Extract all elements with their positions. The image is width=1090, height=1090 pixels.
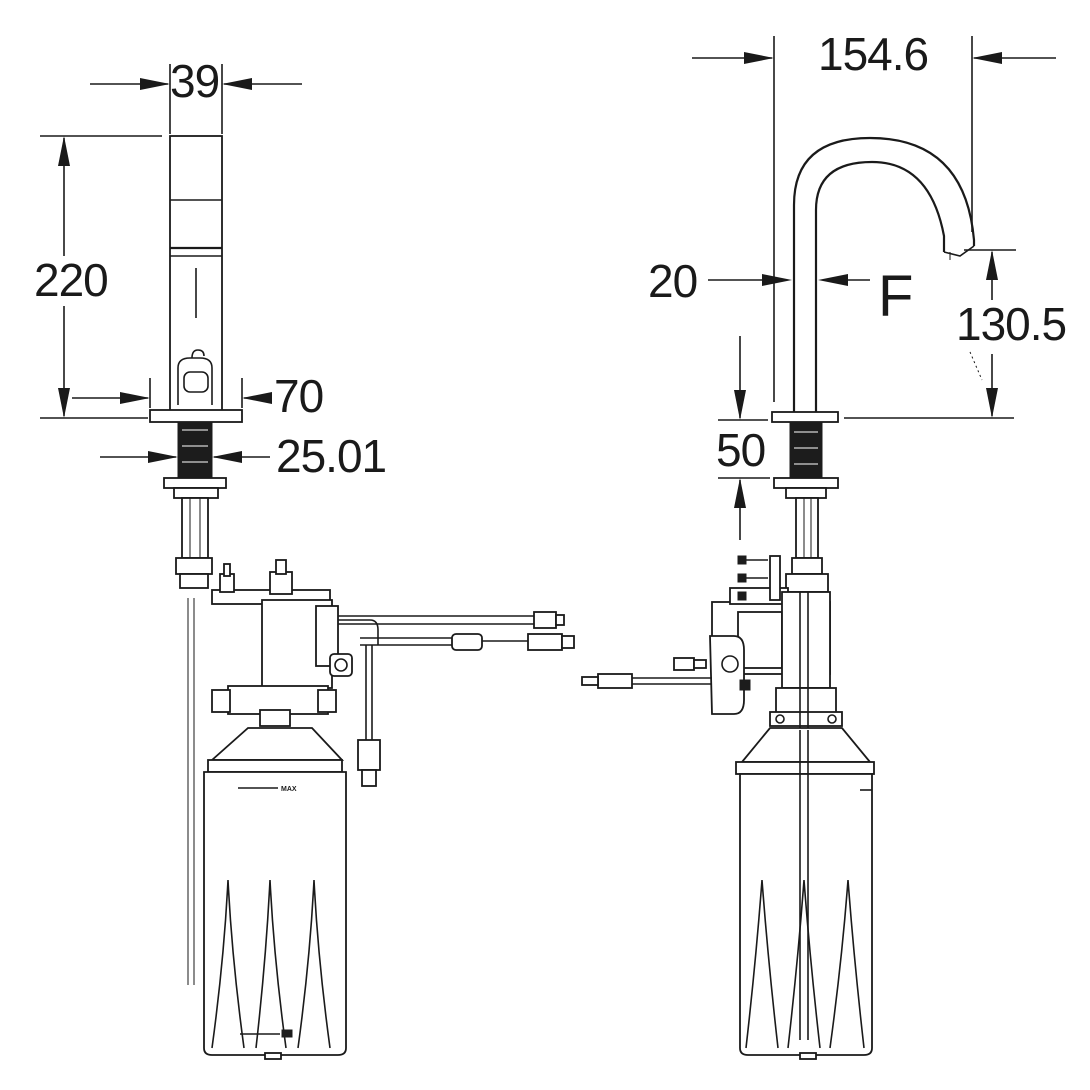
front-control-box [211, 559, 379, 727]
side-control-box [581, 555, 843, 1040]
dim-label-20: 20 [648, 255, 697, 307]
side-tank [735, 727, 875, 1060]
front-view: MAX 39 220 [34, 55, 575, 1060]
dim-39: 39 [90, 55, 302, 134]
dim-154-6: 154.6 [692, 28, 1056, 402]
flow-symbol: F [878, 264, 912, 329]
dim-70: 70 [72, 370, 324, 422]
dim-label-50: 50 [716, 424, 765, 476]
front-faucet-body [149, 135, 243, 589]
dim-label-39: 39 [170, 55, 219, 107]
dim-label-130-5: 130.5 [956, 298, 1066, 350]
tank-max-label: MAX [281, 786, 297, 793]
dim-220: 220 [34, 135, 162, 419]
dim-20: 20 F [648, 255, 913, 329]
front-tank: MAX [203, 727, 347, 1060]
dim-label-25-01: 25.01 [276, 430, 386, 482]
dim-130-5: 130.5 [844, 249, 1067, 419]
dim-label-70: 70 [274, 370, 323, 422]
dim-label-154-6: 154.6 [818, 28, 928, 80]
side-base [771, 411, 839, 593]
side-view: 154.6 20 F 130.5 [581, 28, 1067, 1060]
dim-25-01: 25.01 [100, 430, 387, 482]
dim-label-220: 220 [34, 254, 108, 306]
dim-50: 50 [716, 336, 770, 540]
front-cables [187, 598, 575, 985]
